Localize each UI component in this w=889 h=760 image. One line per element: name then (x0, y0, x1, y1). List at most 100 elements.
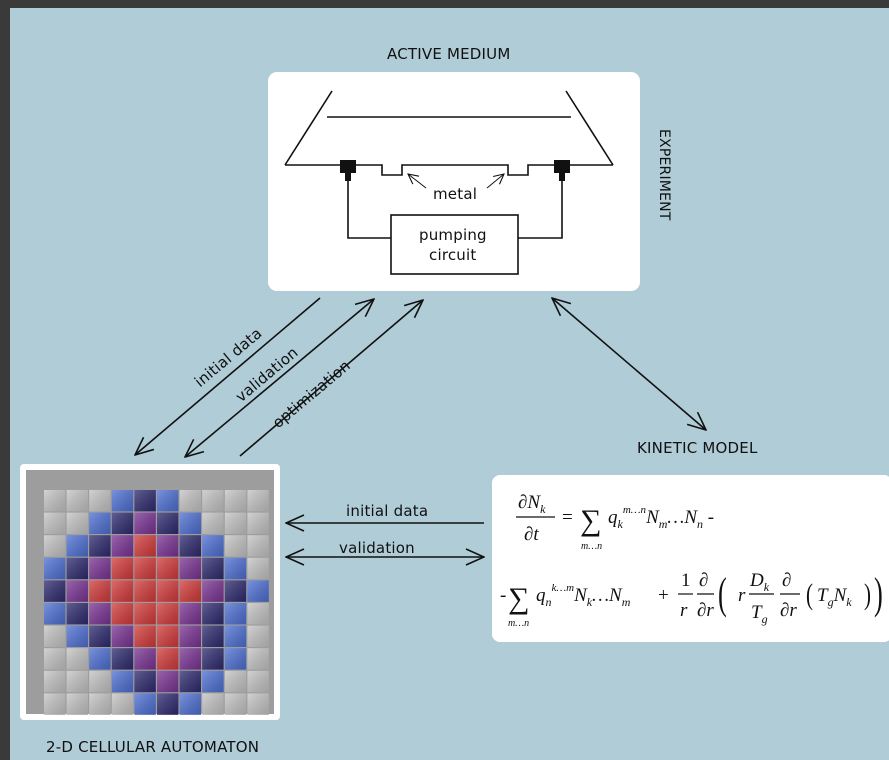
automaton-cell-shade (66, 648, 88, 670)
automaton-cell-shade (44, 603, 66, 625)
automaton-cell-shade (157, 648, 179, 670)
svg-text:): ) (864, 577, 871, 611)
automaton-cell-shade (134, 535, 156, 557)
automaton-cell-shade (179, 580, 201, 602)
automaton-cell-shade (134, 693, 156, 715)
automaton-cell-shade (202, 512, 224, 534)
automaton-cell-shade (247, 557, 269, 580)
automaton-cell-shade (44, 580, 66, 602)
automaton-cell-shade (66, 490, 88, 512)
pumping-circuit-label-2: circuit (429, 246, 477, 264)
automaton-cell-shade (157, 512, 179, 534)
automaton-cell-shade (44, 535, 66, 557)
automaton-cell-shade (179, 535, 201, 557)
automaton-cell-shade (111, 490, 134, 512)
svg-text:∑: ∑ (580, 504, 601, 537)
automaton-cell-shade (247, 625, 269, 647)
automaton-cell-shade (202, 580, 224, 602)
automaton-cell-shade (179, 693, 201, 715)
automaton-cell-shade (89, 557, 111, 580)
automaton-cell-shade (247, 490, 269, 512)
automaton-cell-shade (111, 648, 134, 670)
automaton-cell-shade (66, 557, 88, 580)
active-medium-title: ACTIVE MEDIUM (387, 45, 511, 63)
automaton-cell-shade (89, 603, 111, 625)
automaton-cell-shade (157, 603, 179, 625)
electrode-right (554, 160, 570, 181)
automaton-cell-shade (179, 648, 201, 670)
automaton-cell-shade (89, 670, 111, 693)
automaton-cell-shade (179, 603, 201, 625)
svg-text:∂r: ∂r (697, 600, 714, 621)
automaton-cell-shade (247, 693, 269, 715)
automaton-cell-shade (66, 603, 88, 625)
automaton-cell-shade (202, 693, 224, 715)
automaton-cell-shade (134, 648, 156, 670)
automaton-cell-shade (66, 625, 88, 647)
kinetic-equation: ∂Nk ∂t = ∑ m…n qkm…nNm…Nn - - ∑ m…n qnk…… (500, 492, 883, 629)
metal-pointer-left (408, 174, 427, 189)
automaton-cell-shade (247, 535, 269, 557)
automaton-cell-shade (111, 512, 134, 534)
automaton-cell-shade (89, 648, 111, 670)
automaton-cell-shade (44, 512, 66, 534)
svg-text:r: r (680, 600, 688, 621)
svg-text:-: - (500, 585, 506, 606)
automaton-cell-shade (157, 557, 179, 580)
chamber (284, 90, 614, 176)
kinetic-model-title: KINETIC MODEL (637, 439, 758, 457)
automaton-cell-shade (224, 557, 247, 580)
automaton-cell-shade (111, 670, 134, 693)
automaton-cell-shade (44, 557, 66, 580)
arrow-optimization-diagonal (239, 300, 423, 457)
automaton-cell-shade (44, 625, 66, 647)
automaton-cell-shade (134, 557, 156, 580)
automaton-cell-shade (66, 693, 88, 715)
automaton-cell-shade (157, 693, 179, 715)
automaton-cell-shade (111, 693, 134, 715)
automaton-cell-shade (202, 535, 224, 557)
automaton-cell-shade (202, 670, 224, 693)
arrow-initial-data-diagonal (135, 297, 321, 455)
automaton-cell-shade (247, 648, 269, 670)
automaton-cell-shade (247, 603, 269, 625)
automaton-cell-shade (89, 625, 111, 647)
automaton-cell-shade (224, 670, 247, 693)
automaton-cell-shade (134, 603, 156, 625)
automaton-cell-shade (202, 648, 224, 670)
automaton-cell-shade (111, 535, 134, 557)
automaton-cell-shade (179, 557, 201, 580)
automaton-cell-shade (224, 535, 247, 557)
validation-horizontal-label: validation (339, 539, 415, 557)
automaton-cell-shade (224, 512, 247, 534)
automaton-cell-shade (111, 557, 134, 580)
arrow-kinetic-experiment (552, 298, 706, 430)
automaton-cell-shade (134, 625, 156, 647)
automaton-cell-shade (202, 603, 224, 625)
automaton-cell-shade (179, 512, 201, 534)
automaton-cell-shade (111, 580, 134, 602)
svg-text:(: ( (718, 569, 727, 618)
automaton-cell-shade (134, 580, 156, 602)
automaton-cell-shade (89, 490, 111, 512)
automaton-cell-shade (157, 625, 179, 647)
automaton-cell-shade (157, 670, 179, 693)
automaton-cell-shade (134, 490, 156, 512)
automaton-cell-shade (89, 580, 111, 602)
metal-pointer-right (486, 174, 504, 189)
diagram-graphics: ∂Nk ∂t = ∑ m…n qkm…nNm…Nn - - ∑ m…n qnk…… (20, 72, 889, 720)
active-medium-box (268, 72, 640, 291)
automaton-cell-shade (179, 490, 201, 512)
automaton-cell-shade (224, 580, 247, 602)
svg-text:=: = (562, 507, 573, 528)
automaton-cell-shade (157, 580, 179, 602)
svg-text:∂: ∂ (782, 570, 791, 591)
automaton-cell-shade (89, 535, 111, 557)
automaton-cell-shade (224, 490, 247, 512)
kinetic-model-box (492, 475, 889, 642)
automaton-cell-shade (247, 670, 269, 693)
automaton-cell-shade (44, 490, 66, 512)
initial-data-horizontal-label: initial data (346, 502, 429, 520)
svg-text:TgNk: TgNk (817, 585, 852, 609)
automaton-cell-shade (224, 648, 247, 670)
